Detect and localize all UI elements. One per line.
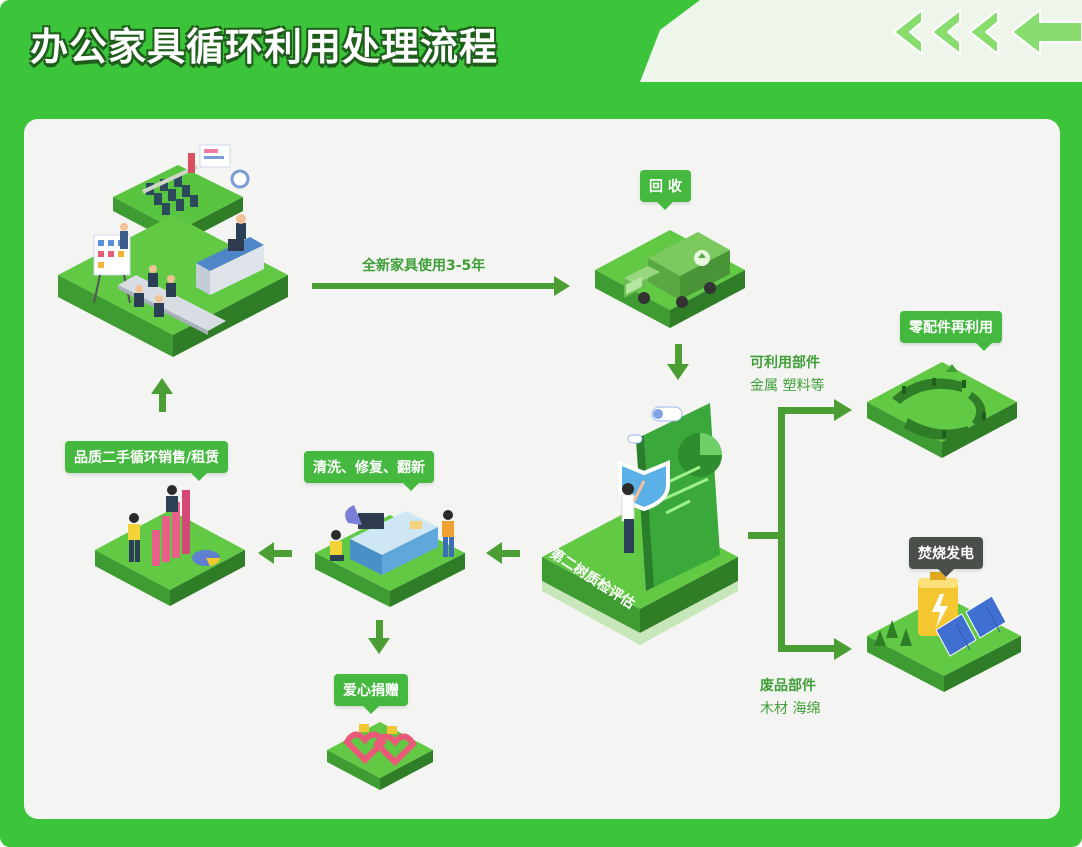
parts-reuse-scene [862, 352, 1022, 462]
reusable-parts-items: 金属 塑料等 [750, 378, 825, 394]
refurbish-scene [310, 495, 470, 610]
resale-label: 品质二手循环销售/租赁 [65, 441, 229, 481]
arrow-refurbish-to-donation [368, 620, 390, 654]
recycle-label: 回 收 [640, 170, 691, 210]
waste-parts-items: 木材 海绵 [760, 701, 821, 717]
arrow-resale-to-office [151, 378, 173, 412]
header-tab [0, 0, 720, 90]
waste-parts-title: 废品部件 [760, 678, 816, 694]
assessment-scene [540, 395, 740, 660]
header-corner [640, 0, 1082, 82]
arrow-usage-to-recycle [312, 276, 570, 296]
arrow-refurbish-to-resale [258, 542, 292, 564]
arrow-assessment-branch [748, 399, 852, 660]
donation-label: 爱心捐赠 [334, 674, 408, 714]
recycle-truck-scene [590, 220, 750, 330]
back-arrows-icon [892, 7, 1082, 57]
resale-scene [90, 480, 250, 610]
reusable-parts-title: 可利用部件 [750, 355, 820, 371]
page-title: 办公家具循环利用处理流程 [30, 25, 499, 69]
arrow-recycle-to-assessment [667, 344, 689, 380]
incineration-label: 焚烧发电 [909, 537, 983, 577]
refurbish-label: 清洗、修复、翻新 [304, 451, 434, 491]
parts-reuse-label: 零配件再利用 [900, 311, 1002, 351]
arrow-assessment-to-refurbish [486, 542, 520, 564]
usage-period-label: 全新家具使用3-5年 [362, 258, 486, 274]
donation-scene [325, 712, 435, 792]
office-scene [58, 135, 298, 360]
incineration-power-scene [866, 566, 1026, 696]
